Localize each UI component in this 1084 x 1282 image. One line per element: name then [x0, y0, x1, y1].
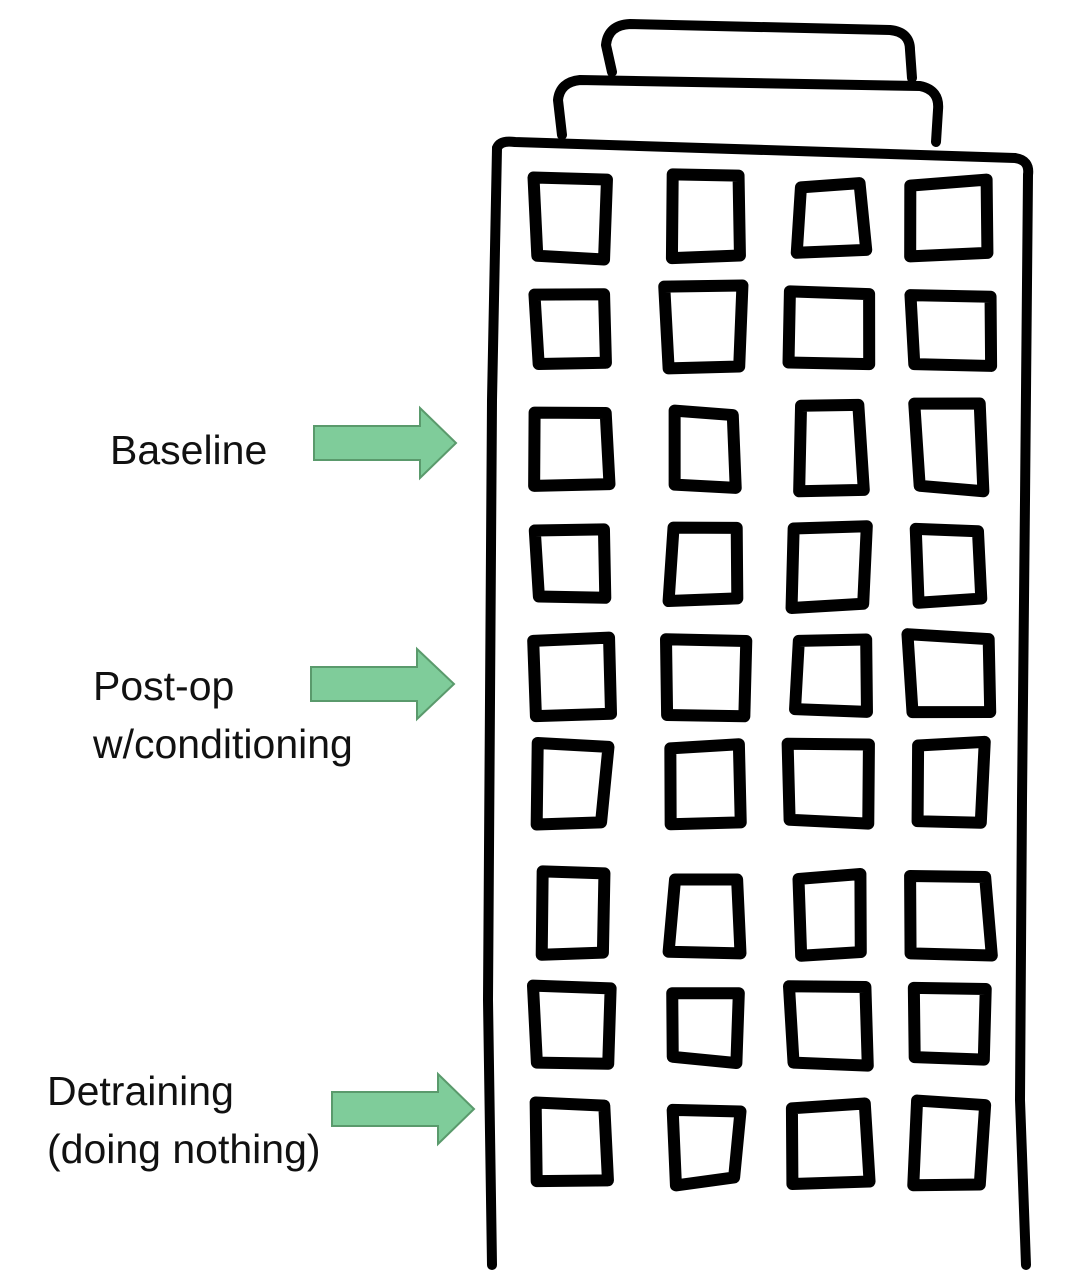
window — [668, 404, 742, 494]
label-postop-line1: Post-op — [93, 663, 235, 709]
window — [526, 979, 617, 1070]
window — [792, 868, 867, 962]
window — [528, 523, 612, 604]
arrow-detraining — [331, 1071, 476, 1147]
window — [782, 285, 876, 371]
window — [911, 735, 991, 829]
window — [793, 398, 870, 498]
window — [529, 1096, 614, 1188]
window — [664, 738, 747, 831]
roof-middle-tier — [553, 75, 944, 147]
label-detraining: Detraining (doing nothing) — [47, 1062, 321, 1178]
window — [660, 633, 753, 723]
window — [666, 1103, 747, 1192]
window — [530, 736, 615, 831]
window — [901, 628, 997, 719]
window — [904, 289, 998, 372]
window — [528, 288, 612, 371]
arrow-postop — [310, 646, 456, 722]
arrow-baseline — [313, 405, 458, 481]
window — [658, 279, 749, 375]
window — [789, 633, 873, 718]
window — [662, 521, 744, 608]
window — [781, 737, 875, 830]
window — [904, 173, 994, 263]
label-detraining-line1: Detraining — [47, 1068, 234, 1114]
window — [665, 168, 746, 265]
window — [790, 177, 873, 259]
label-baseline: Baseline — [110, 427, 268, 473]
building-outline — [483, 19, 1034, 1270]
window — [904, 870, 998, 962]
window — [907, 981, 992, 1066]
label-postop: Post-op w/conditioning — [93, 657, 353, 773]
roof-top-tier — [601, 19, 917, 83]
building-right-wall — [1015, 170, 1033, 1270]
window — [527, 171, 613, 266]
window — [907, 1094, 992, 1192]
building-left-wall — [483, 143, 502, 1270]
window — [782, 980, 874, 1072]
window — [662, 873, 747, 960]
window — [535, 865, 611, 961]
window — [527, 631, 618, 723]
window — [785, 520, 873, 614]
label-postop-line2: w/conditioning — [93, 721, 353, 767]
window — [909, 522, 988, 609]
windows — [526, 168, 998, 1192]
building-top — [492, 136, 1034, 180]
window — [528, 406, 616, 492]
window — [666, 987, 745, 1070]
window — [785, 1097, 876, 1190]
window — [908, 397, 990, 498]
label-detraining-line2: (doing nothing) — [47, 1126, 321, 1172]
